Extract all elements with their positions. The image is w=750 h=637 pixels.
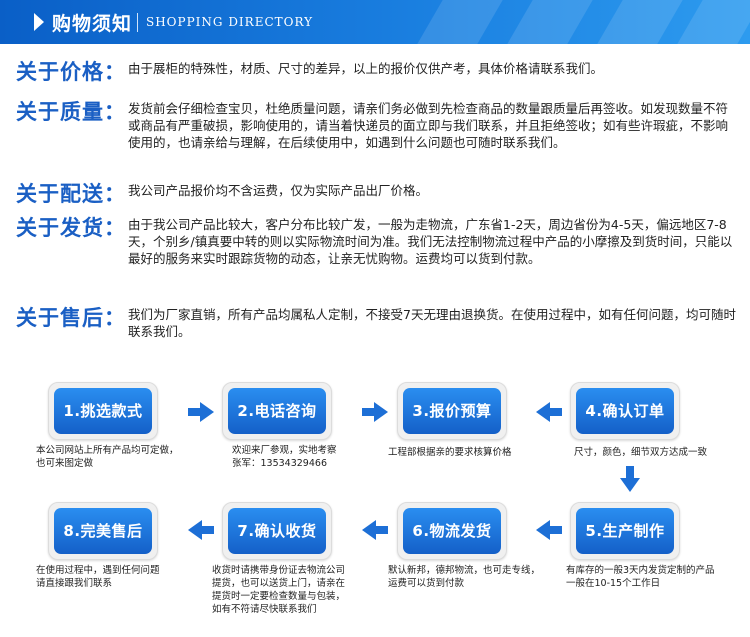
section-price: 关于价格： 由于展柜的特殊性，材质、尺寸的差异，以上的报价仅供产考，具体价格请联…: [16, 56, 740, 84]
step-after-sales: 8.完美售后: [48, 502, 158, 560]
banner-stripe: [417, 0, 503, 44]
step-caption: 欢迎来厂参观，实地考察 张军：13534329466: [232, 444, 382, 470]
step-caption: 尺寸，颜色，细节双方达成一致: [574, 446, 744, 459]
step-logistics-ship: 6.物流发货: [397, 502, 507, 560]
section-label: 关于售后：: [16, 306, 126, 330]
step-caption: 收货时请携带身份证去物流公司 提货，也可以送货上门，请亲在 提货时一定要检查数量…: [212, 564, 382, 616]
step-select-style: 1.挑选款式: [48, 382, 158, 440]
section-text: 由于我公司产品比较大，客户分布比较广发，一般为走物流，广东省1-2天，周边省份为…: [128, 217, 733, 266]
step-label: 3.报价预算: [403, 388, 501, 434]
header-banner: 购物须知 SHOPPING DIRECTORY: [0, 0, 750, 44]
section-label: 关于质量：: [16, 100, 126, 124]
step-caption-text: 尺寸，颜色，细节双方达成一致: [574, 447, 708, 458]
step-caption-text: 欢迎来厂参观，实地考察 张军：13534329466: [232, 445, 337, 469]
arrow-down-icon: [620, 466, 640, 492]
banner-stripe: [507, 0, 593, 44]
step-caption: 有库存的一般3天内发货定制的产品 一般在10-15个工作日: [566, 564, 746, 590]
step-confirm-order: 4.确认订单: [570, 382, 680, 440]
step-caption: 本公司网站上所有产品均可定做， 也可来图定做: [36, 444, 206, 470]
step-caption-text: 在使用过程中，遇到任何问题 请直接跟我们联系: [36, 565, 160, 589]
step-production: 5.生产制作: [570, 502, 680, 560]
section-aftersales: 关于售后： 我们为厂家直销，所有产品均属私人定制，不接受7天无理由退换货。在使用…: [16, 302, 740, 342]
arrow-left-icon: [536, 402, 562, 422]
section-delivery: 关于配送： 我公司产品报价均不含运费，仅为实际产品出厂价格。: [16, 178, 740, 206]
step-label: 8.完美售后: [54, 508, 152, 554]
step-quote-budget: 3.报价预算: [397, 382, 507, 440]
banner-title: 购物须知: [52, 13, 133, 35]
section-label: 关于配送：: [16, 182, 126, 206]
step-caption-text: 默认新邦，德邦物流，也可走专线， 运费可以货到付款: [388, 565, 541, 589]
step-caption: 工程部根据亲的要求核算价格: [388, 446, 548, 459]
section-text: 发货前会仔细检查宝贝，杜绝质量问题，请亲们务必做到先检查商品的数量跟质量后再签收…: [128, 101, 729, 150]
step-caption: 在使用过程中，遇到任何问题 请直接跟我们联系: [36, 564, 206, 590]
section-label: 关于价格：: [16, 60, 126, 84]
step-label: 4.确认订单: [576, 388, 674, 434]
arrow-left-icon: [536, 520, 562, 540]
arrow-left-icon: [188, 520, 214, 540]
step-label: 5.生产制作: [576, 508, 674, 554]
section-text: 由于展柜的特殊性，材质、尺寸的差异，以上的报价仅供产考，具体价格请联系我们。: [128, 61, 604, 76]
arrow-left-icon: [362, 520, 388, 540]
step-phone-consult: 2.电话咨询: [222, 382, 332, 440]
step-confirm-receipt: 7.确认收货: [222, 502, 332, 560]
step-caption-text: 本公司网站上所有产品均可定做， 也可来图定做: [36, 445, 179, 469]
section-text: 我们为厂家直销，所有产品均属私人定制，不接受7天无理由退换货。在使用过程中，如有…: [128, 307, 736, 339]
section-shipping: 关于发货： 由于我公司产品比较大，客户分布比较广发，一般为走物流，广东省1-2天…: [16, 212, 740, 292]
section-quality: 关于质量： 发货前会仔细检查宝贝，杜绝质量问题，请亲们务必做到先检查商品的数量跟…: [16, 96, 740, 172]
step-label: 7.确认收货: [228, 508, 326, 554]
arrow-right-icon: [188, 402, 214, 422]
step-label: 2.电话咨询: [228, 388, 326, 434]
banner-subtitle: SHOPPING DIRECTORY: [146, 15, 314, 29]
section-text: 我公司产品报价均不含运费，仅为实际产品出厂价格。: [128, 183, 429, 198]
step-caption: 默认新邦，德邦物流，也可走专线， 运费可以货到付款: [388, 564, 558, 590]
section-label: 关于发货：: [16, 216, 126, 240]
step-caption-text: 工程部根据亲的要求核算价格: [388, 447, 512, 458]
step-label: 6.物流发货: [403, 508, 501, 554]
banner-stripe: [677, 0, 750, 44]
step-caption-text: 有库存的一般3天内发货定制的产品 一般在10-15个工作日: [566, 565, 715, 589]
banner-divider: [137, 13, 138, 32]
chevron-right-icon: [34, 13, 44, 31]
step-label: 1.挑选款式: [54, 388, 152, 434]
arrow-right-icon: [362, 402, 388, 422]
step-caption-text: 收货时请携带身份证去物流公司 提货，也可以送货上门，请亲在 提货时一定要检查数量…: [212, 565, 346, 615]
banner-stripe: [597, 0, 683, 44]
